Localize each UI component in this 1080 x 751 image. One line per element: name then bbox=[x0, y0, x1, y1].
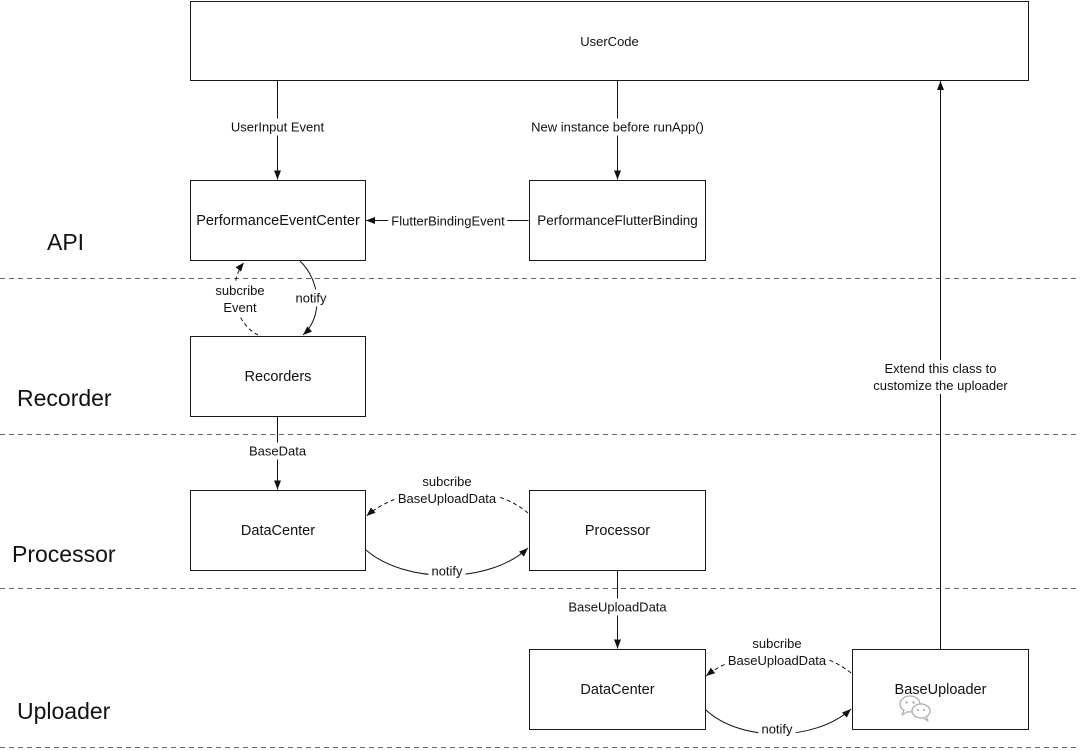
user-code-box: UserCode bbox=[190, 1, 1029, 81]
uploader-data-center-box: DataCenter bbox=[529, 649, 706, 730]
processor-data-center-box: DataCenter bbox=[190, 490, 366, 571]
recorders-label: Recorders bbox=[244, 368, 312, 385]
edge-label-line: FlutterBindingEvent bbox=[391, 213, 505, 228]
performance-event-center-box: PerformanceEventCenter bbox=[190, 180, 366, 261]
edge-label-extend-uploader: Extend this class to customize the uploa… bbox=[870, 360, 1011, 394]
layer-label-uploader: Uploader bbox=[17, 698, 111, 724]
edge-label-line: subcribe bbox=[422, 474, 472, 489]
processor-box: Processor bbox=[529, 490, 706, 571]
edge-uploader-subscribe bbox=[705, 651, 852, 677]
edge-label-uploader-notify: notify bbox=[758, 720, 796, 738]
edge-label-flutter-binding-event: FlutterBindingEvent bbox=[388, 212, 508, 229]
user-code-label: UserCode bbox=[580, 33, 639, 49]
base-uploader-box: BaseUploader bbox=[852, 649, 1029, 730]
edge-label-line: BaseUploadData bbox=[568, 599, 667, 615]
edge-label-recorder-subscribe: subcribe Event bbox=[212, 282, 268, 316]
processor-data-center-label: DataCenter bbox=[240, 522, 316, 539]
edge-label-line: notify bbox=[431, 563, 463, 579]
edge-label-recorder-notify: notify bbox=[292, 289, 330, 307]
edge-label-line: notify bbox=[295, 290, 327, 306]
edge-label-line: customize the uploader bbox=[873, 378, 1008, 393]
edge-label-uploader-subscribe: subcribe BaseUploadData bbox=[724, 635, 830, 669]
layer-label-api: API bbox=[47, 229, 85, 255]
edge-label-line: UserInput Event bbox=[230, 119, 325, 135]
edge-label-processor-subscribe: subcribe BaseUploadData bbox=[394, 473, 500, 507]
edge-label-line: BaseUploadData bbox=[397, 491, 497, 506]
edge-label-processor-notify: notify bbox=[428, 562, 466, 580]
layer-label-recorder: Recorder bbox=[17, 385, 112, 411]
processor-label: Processor bbox=[584, 522, 651, 539]
edge-label-line: New instance before runApp() bbox=[531, 119, 704, 135]
recorders-box: Recorders bbox=[190, 336, 366, 417]
edge-label-line: notify bbox=[761, 721, 793, 737]
edge-label-line: Event bbox=[223, 300, 257, 315]
edge-label-base-upload-data: BaseUploadData bbox=[565, 598, 670, 616]
uploader-data-center-label: DataCenter bbox=[580, 681, 655, 698]
edge-label-line: subcribe bbox=[215, 283, 265, 298]
base-uploader-label: BaseUploader bbox=[894, 681, 987, 698]
performance-event-center-label: PerformanceEventCenter bbox=[196, 212, 360, 229]
edge-label-line: subcribe bbox=[752, 636, 802, 651]
edge-label-line: Extend this class to bbox=[884, 361, 997, 376]
performance-flutter-binding-box: PerformanceFlutterBinding bbox=[529, 180, 706, 261]
layer-label-processor: Processor bbox=[12, 541, 116, 567]
edge-label-line: BaseData bbox=[248, 443, 307, 459]
edge-label-line: BaseUploadData bbox=[727, 653, 827, 668]
edge-label-user-input-event: UserInput Event bbox=[227, 118, 328, 136]
edge-label-new-instance: New instance before runApp() bbox=[528, 118, 707, 136]
edge-label-base-data: BaseData bbox=[245, 442, 310, 460]
layer-separators bbox=[0, 278, 1080, 748]
performance-flutter-binding-label: PerformanceFlutterBinding bbox=[537, 213, 698, 228]
wechat-logo-icon bbox=[899, 695, 931, 722]
